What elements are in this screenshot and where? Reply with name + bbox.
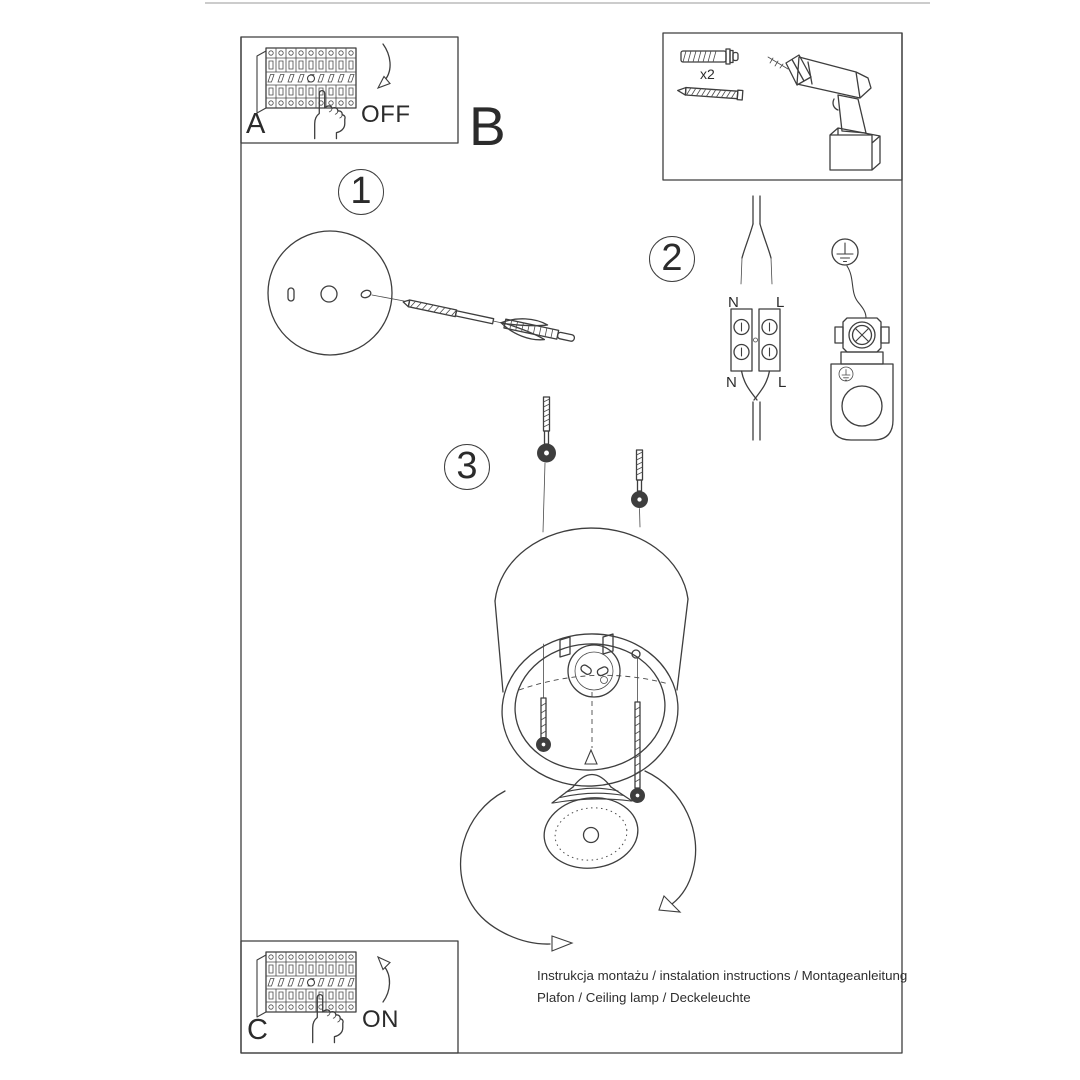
wire-label-l-top: L xyxy=(776,294,785,311)
main-frame-border xyxy=(241,33,902,1053)
earth-symbol-icon xyxy=(832,239,858,265)
section-b-label: B xyxy=(469,95,506,157)
product-title: Plafon / Ceiling lamp / Deckeleuchte xyxy=(537,990,751,1005)
step-1-badge: 1 xyxy=(338,169,384,215)
output-wires-icon xyxy=(742,371,770,440)
step-1-wall-plug-icon xyxy=(499,313,576,347)
box-c-label: C xyxy=(247,1014,268,1046)
interior-screw-right-icon xyxy=(630,658,645,803)
rotation-arrow-left-icon xyxy=(461,791,572,951)
box-a-state-label: OFF xyxy=(361,101,411,128)
box-c-state-label: ON xyxy=(362,1006,399,1033)
breaker-panel-icon xyxy=(256,951,357,1018)
step-3-badge: 3 xyxy=(444,444,490,490)
interior-screw-left-icon xyxy=(536,644,551,752)
tools-quantity-label: x2 xyxy=(700,66,715,82)
mounting-screw-left-icon xyxy=(537,397,556,532)
instruction-title: Instrukcja montażu / instalation instruc… xyxy=(537,968,908,983)
mounting-plate-icon xyxy=(268,231,392,355)
terminal-block-icon xyxy=(731,309,780,371)
gu10-socket-icon xyxy=(560,634,620,697)
footer-captions: Instrukcja montażu / instalation instruc… xyxy=(537,965,907,1009)
breaker-panel-icon xyxy=(256,47,357,114)
box-c-power-on xyxy=(241,941,458,1053)
insert-arrow-icon xyxy=(585,750,597,764)
rotation-arrow-right-icon xyxy=(645,771,696,912)
step-1-illustration xyxy=(268,231,576,355)
box-a-power-off xyxy=(241,37,458,143)
earth-wire-icon xyxy=(847,266,866,318)
power-on-arrow-icon xyxy=(378,957,390,1002)
drill-icon xyxy=(768,55,880,170)
mounting-bracket-icon xyxy=(831,352,893,440)
wire-label-n-top: N xyxy=(728,294,739,311)
ground-clamp-icon xyxy=(835,318,889,352)
step-3-illustration xyxy=(461,397,696,951)
wire-label-n-bottom: N xyxy=(726,374,737,391)
power-off-arrow-icon xyxy=(378,44,390,88)
box-a-label: A xyxy=(246,108,266,140)
mounting-screw-right-icon xyxy=(631,450,648,527)
wall-plug-icon xyxy=(681,49,738,64)
wire-label-l-bottom: L xyxy=(778,374,787,391)
lamp-cylinder-icon xyxy=(495,528,688,792)
mains-cable-icon xyxy=(741,196,772,284)
step-1-screw-icon xyxy=(401,293,576,348)
step-2-illustration xyxy=(731,196,893,440)
gu10-bulb-icon xyxy=(540,775,642,874)
box-b-tools xyxy=(663,33,902,180)
screw-icon xyxy=(677,86,743,100)
step-2-badge: 2 xyxy=(649,236,695,282)
